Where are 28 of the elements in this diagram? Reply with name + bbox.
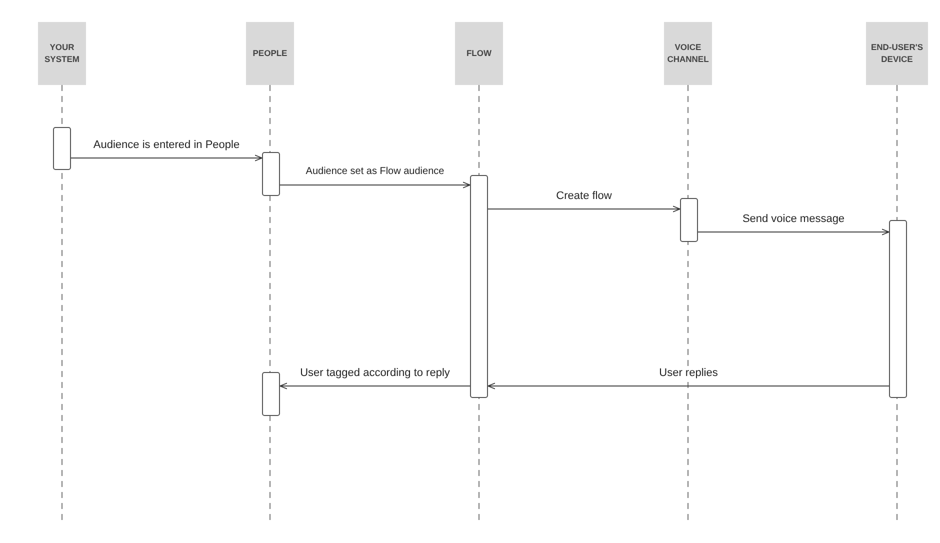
activation-bar [262, 152, 280, 196]
activation-bar [470, 175, 488, 398]
message-arrow [70, 154, 262, 162]
participant-name: PEOPLE [252, 48, 288, 60]
edge-label: User replies [657, 367, 720, 379]
activation-bar [889, 220, 907, 398]
edge-label: Create flow [554, 190, 614, 202]
participant-box [455, 22, 503, 85]
activation-bar [262, 372, 280, 416]
message-arrow [280, 182, 470, 188]
participant-box [38, 22, 86, 85]
message-arrow [488, 382, 890, 390]
participant-box [866, 22, 928, 85]
edge-label: Audience is entered in People [91, 139, 242, 151]
participant-name: VOICE CHANNEL [666, 42, 710, 65]
message-arrow [280, 382, 470, 390]
participant-name: END-USER'S DEVICE [870, 42, 924, 65]
edge-label: Send voice message [740, 213, 847, 225]
message-arrow [698, 228, 890, 236]
participant-box [246, 22, 294, 85]
activation-bar [680, 198, 698, 242]
edge-label: User tagged according to reply [298, 367, 452, 379]
edge-label: Audience set as Flow audience [304, 166, 446, 177]
participant-box [664, 22, 712, 85]
participant-name: YOUR SYSTEM [44, 42, 80, 65]
activation-bar [53, 127, 71, 170]
participant-name: FLOW [466, 48, 492, 60]
message-arrow [488, 206, 680, 212]
